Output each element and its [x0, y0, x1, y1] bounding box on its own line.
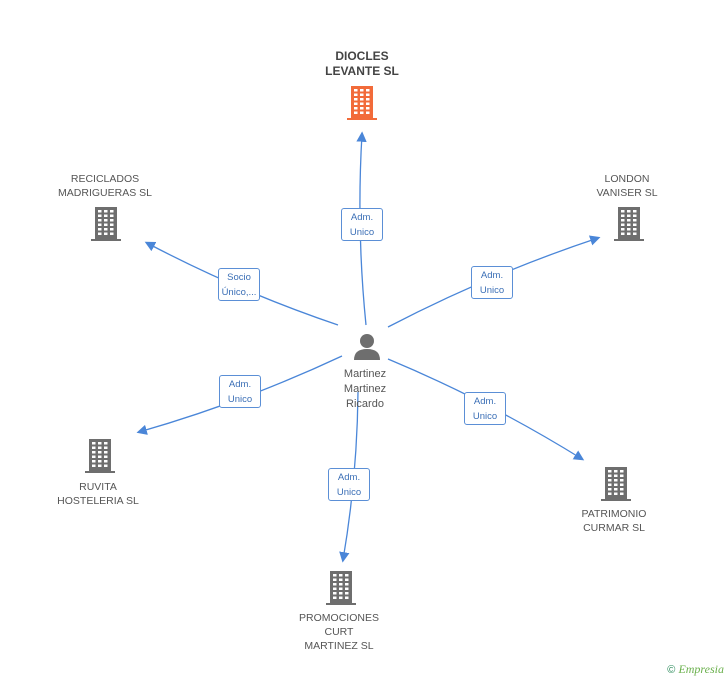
relation-box-promociones[interactable]: Adm.Unico	[328, 468, 370, 501]
building-icon-promociones[interactable]	[326, 571, 356, 605]
person-icon	[354, 334, 380, 360]
building-icon-ruvita[interactable]	[85, 439, 115, 473]
relation-box-ruvita[interactable]: Adm.Unico	[219, 375, 261, 408]
relation-box-london[interactable]: Adm.Unico	[471, 266, 513, 299]
building-icon-reciclados[interactable]	[91, 207, 121, 241]
relation-box-diocles[interactable]: Adm.Unico	[341, 208, 383, 241]
footer-brand[interactable]: © Empresia	[667, 662, 724, 676]
center-person-label[interactable]: Martinez Martinez Ricardo	[343, 368, 387, 410]
building-icon-patrimonio[interactable]	[601, 467, 631, 501]
building-icon-diocles[interactable]	[347, 86, 377, 120]
relation-box-patrimonio[interactable]: Adm.Unico	[464, 392, 506, 425]
building-icon-london[interactable]	[614, 207, 644, 241]
